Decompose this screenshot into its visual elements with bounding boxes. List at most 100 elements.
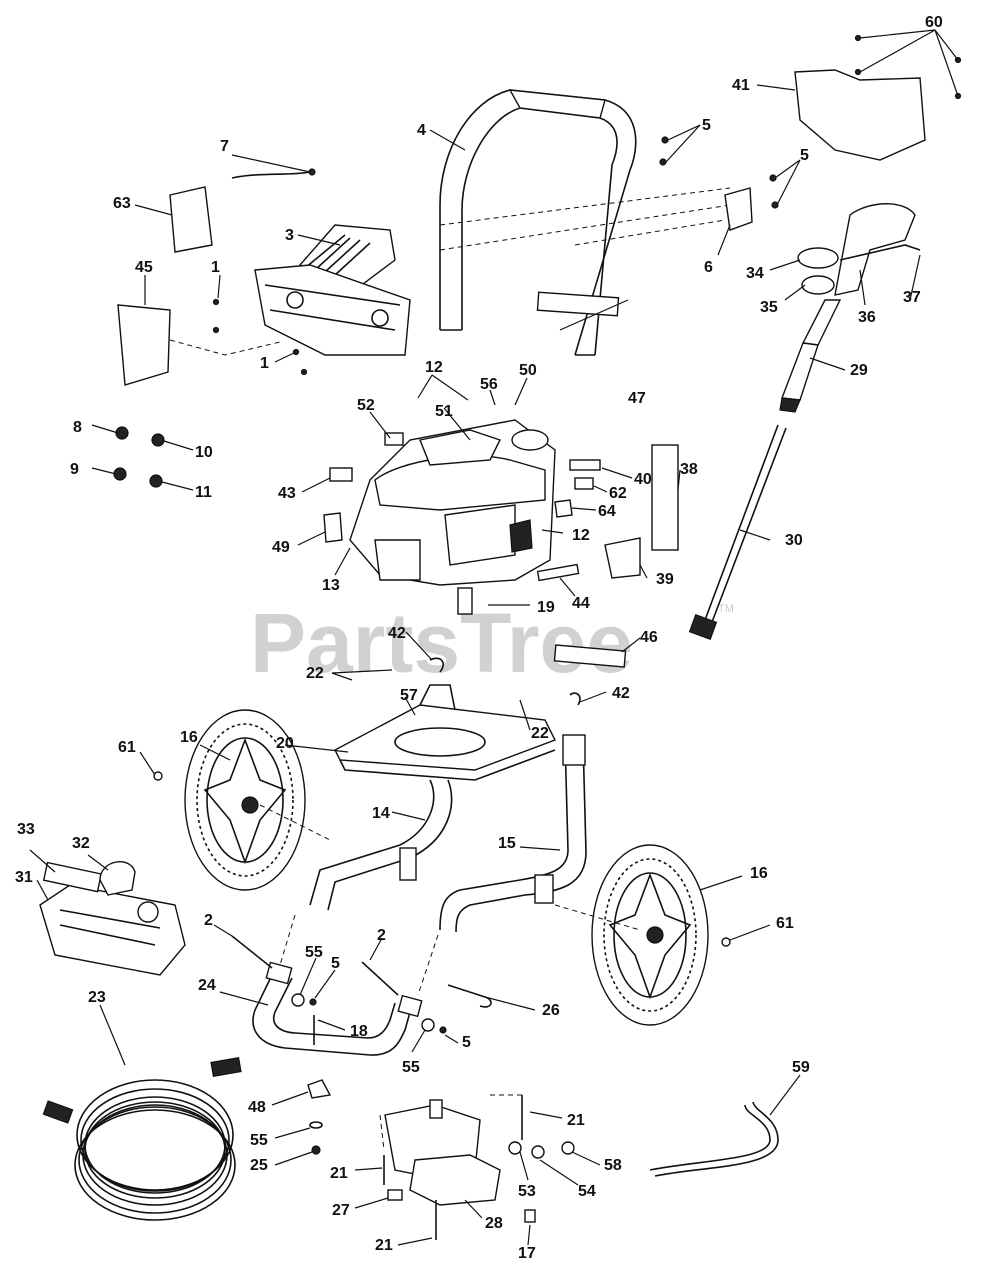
callout-30: 30 xyxy=(785,532,803,549)
part-engine xyxy=(349,419,556,615)
part-label-33 xyxy=(42,861,103,893)
callout-53: 53 xyxy=(518,1183,536,1200)
part-pump-28 xyxy=(384,1099,575,1223)
callout-47: 47 xyxy=(628,390,646,407)
callout-28: 28 xyxy=(485,1215,503,1232)
callout-31: 31 xyxy=(15,869,33,886)
callout-5: 5 xyxy=(331,955,340,972)
callout-59: 59 xyxy=(792,1059,810,1076)
callout-41: 41 xyxy=(732,77,750,94)
callout-48: 48 xyxy=(248,1099,266,1116)
callout-5: 5 xyxy=(462,1034,471,1051)
callout-1: 1 xyxy=(211,259,220,276)
part-label-64 xyxy=(554,499,573,518)
callout-24: 24 xyxy=(198,977,216,994)
callout-36: 36 xyxy=(858,309,876,326)
callout-60: 60 xyxy=(925,14,943,31)
part-label-62 xyxy=(574,477,594,490)
part-label-43 xyxy=(329,467,353,482)
callout-42: 42 xyxy=(388,625,406,642)
callout-18: 18 xyxy=(350,1023,368,1040)
callout-labels: 60 41 4 5 5 7 63 3 6 34 37 35 36 45 1 1 … xyxy=(15,14,943,1262)
callout-29: 29 xyxy=(850,362,868,379)
callout-34: 34 xyxy=(746,265,764,282)
callout-6: 6 xyxy=(704,259,713,276)
callout-17: 17 xyxy=(518,1245,536,1262)
part-frame-24 xyxy=(252,961,423,1056)
callout-37: 37 xyxy=(903,289,921,306)
callout-43: 43 xyxy=(278,485,296,502)
part-label-52 xyxy=(384,432,404,446)
callout-3: 3 xyxy=(285,227,294,244)
callout-58: 58 xyxy=(604,1157,622,1174)
part-spray-gun xyxy=(779,203,921,413)
callout-13: 13 xyxy=(322,577,340,594)
part-label-40 xyxy=(569,459,601,471)
part-label-45 xyxy=(117,304,171,386)
part-wheel-16b xyxy=(591,844,709,1026)
callout-12: 12 xyxy=(572,527,590,544)
callout-16: 16 xyxy=(750,865,768,882)
part-hose-59 xyxy=(649,1104,771,1171)
callout-25: 25 xyxy=(250,1157,268,1174)
callout-15: 15 xyxy=(498,835,516,852)
callout-4: 4 xyxy=(417,122,426,139)
callout-32: 32 xyxy=(72,835,90,852)
callout-27: 27 xyxy=(332,1202,350,1219)
callout-12: 12 xyxy=(425,359,443,376)
callout-2: 2 xyxy=(204,912,213,929)
callout-61: 61 xyxy=(776,915,794,932)
callout-45: 45 xyxy=(135,259,153,276)
callout-33: 33 xyxy=(17,821,35,838)
callout-55: 55 xyxy=(305,944,323,961)
callout-64: 64 xyxy=(598,503,616,520)
part-wheel-16a xyxy=(184,709,306,891)
part-label-39 xyxy=(604,537,641,579)
callout-10: 10 xyxy=(195,444,213,461)
part-wand-30 xyxy=(688,424,787,640)
callout-21: 21 xyxy=(330,1165,348,1182)
part-decal-41 xyxy=(794,69,926,161)
callout-20: 20 xyxy=(276,735,294,752)
part-foot-48 xyxy=(307,1079,332,1099)
callout-63: 63 xyxy=(113,195,131,212)
part-clip-26 xyxy=(447,984,492,1008)
callout-56: 56 xyxy=(480,376,498,393)
part-label-49 xyxy=(323,512,343,543)
callout-62: 62 xyxy=(609,485,627,502)
callout-57: 57 xyxy=(400,687,418,704)
callout-23: 23 xyxy=(88,989,106,1006)
part-bolt-2b xyxy=(361,961,399,996)
callout-5: 5 xyxy=(800,147,809,164)
part-frame-tube-14 xyxy=(309,779,453,911)
part-clip-42b xyxy=(569,692,581,706)
callout-22: 22 xyxy=(306,665,324,682)
callout-38: 38 xyxy=(680,461,698,478)
part-label-44 xyxy=(536,563,580,582)
callout-55: 55 xyxy=(402,1059,420,1076)
callout-8: 8 xyxy=(73,419,82,436)
callout-54: 54 xyxy=(578,1183,596,1200)
part-label-63 xyxy=(169,186,213,253)
callout-5: 5 xyxy=(702,117,711,134)
callout-21: 21 xyxy=(567,1112,585,1129)
callout-44: 44 xyxy=(572,595,590,612)
part-hose-23 xyxy=(42,1056,242,1221)
callout-19: 19 xyxy=(537,599,555,616)
part-bolts-8-11 xyxy=(113,426,165,488)
callout-61: 61 xyxy=(118,739,136,756)
callout-35: 35 xyxy=(760,299,778,316)
callout-42: 42 xyxy=(612,685,630,702)
part-handle xyxy=(439,89,637,356)
part-label-46 xyxy=(553,644,627,668)
callout-26: 26 xyxy=(542,1002,560,1019)
callout-21: 21 xyxy=(375,1237,393,1254)
callout-49: 49 xyxy=(272,539,290,556)
part-base-frame-20 xyxy=(334,684,556,781)
part-accessory-tray-31 xyxy=(39,884,186,976)
part-frame-tube-15 xyxy=(439,734,587,933)
part-bracket-6 xyxy=(724,187,753,231)
callout-16: 16 xyxy=(180,729,198,746)
